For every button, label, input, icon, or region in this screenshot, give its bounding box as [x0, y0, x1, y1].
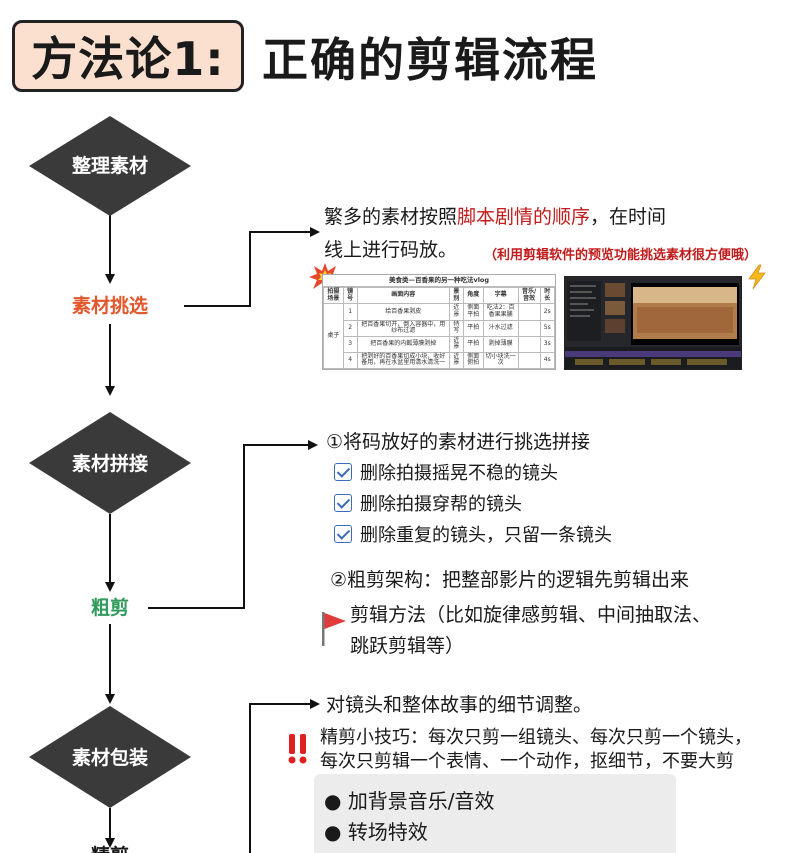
bullet-dot-icon: ●	[324, 820, 342, 844]
phase-label-fine-cut: 精剪	[91, 844, 129, 853]
section1-note: （利用剪辑软件的预览功能挑选素材很方便哦）	[484, 248, 758, 263]
checkbox-icon	[334, 463, 352, 481]
section2-method-line1: 剪辑方法（比如旋律感剪辑、中间抽取法、	[350, 604, 712, 626]
section2-head2: ②粗剪架构：把整部影片的逻辑先剪辑出来	[330, 569, 690, 591]
page-title: 正确的剪辑流程	[262, 33, 598, 87]
branch-arrow-fine-cut	[249, 699, 320, 853]
list-item: ● 转场特效	[324, 820, 428, 844]
diamond-label: 素材包装	[72, 746, 148, 769]
section2-method-line2: 跳跃剪辑等）	[350, 635, 465, 657]
section3-head: 对镜头和整体故事的细节调整。	[326, 694, 593, 716]
diamond-step-2	[29, 412, 191, 514]
double-exclamation-icon	[288, 734, 307, 764]
section1-line1: 繁多的素材按照脚本剧情的顺序，在时间	[324, 206, 667, 228]
title-badge: 方法论1:	[12, 20, 244, 92]
check-item: 删除重复的镜头，只留一条镜头	[334, 520, 612, 551]
phase-label-rough-cut: 粗剪	[91, 596, 129, 619]
table-row: 3 把百香果的内瓤薄膜剥掉 近景 平拍 剥掉薄膜 3s	[324, 335, 556, 353]
packaging-list-box	[314, 774, 676, 853]
check-item: 删除拍摄穿帮的镜头	[334, 489, 522, 520]
title-badge-text: 方法论1:	[31, 32, 225, 86]
editor-screenshot-image	[565, 277, 741, 369]
table-row: 桌子 1 给百香果剥皮 近景 侧面平拍 吃法2：百香果果脯 2s	[323, 303, 556, 370]
storyboard-table-thumbnail: 美食类—百香果的另一种吃法vlog 拍摄场景 镜号 画面内容 景别 角度 字幕 …	[322, 274, 556, 370]
checkbox-icon	[334, 494, 352, 512]
highlight-script-order: 脚本剧情的顺序	[457, 206, 591, 228]
diamond-step-1	[29, 116, 191, 216]
section1-line2: 线上进行码放。	[324, 239, 458, 261]
phase-label-select: 素材挑选	[72, 294, 148, 317]
section3-tip-line2: 每次只剪辑一个表情、一个动作，抠细节，不要大剪	[320, 751, 734, 772]
diamond-step-3	[29, 706, 191, 808]
section2-head: ①将码放好的素材进行挑选拼接	[326, 431, 591, 453]
table-row: 2 把百香果切开，倒入容器中，用纱布过滤 特写 平拍 汁水过滤 5s	[324, 319, 556, 337]
editor-software-thumbnail	[564, 276, 742, 370]
storyboard-table: 拍摄场景 镜号 画面内容 景别 角度 字幕 音乐/音效 时长 桌子 1 给百香果…	[323, 287, 556, 370]
diamond-label: 素材拼接	[72, 452, 148, 475]
table-row: 4 把剥好的百香果切成小块，收好备用，再在水盆里用清水清洗一 近景 侧面俯拍 切…	[324, 351, 556, 370]
list-item: ● 加背景音乐/音效	[324, 789, 495, 813]
section3-tip-line1: 精剪小技巧：每次只剪一组镜头、每次只剪一个镜头，	[320, 727, 752, 748]
check-item: 删除拍摄摇晃不稳的镜头	[334, 458, 558, 489]
checkbox-icon	[334, 525, 352, 543]
lightning-icon	[748, 264, 766, 290]
bullet-dot-icon: ●	[324, 789, 342, 813]
branch-arrow-select	[184, 227, 320, 307]
red-flag-icon	[322, 612, 346, 646]
table-caption: 美食类—百香果的另一种吃法vlog	[323, 275, 555, 288]
diamond-label: 整理素材	[72, 154, 148, 177]
table-header-row: 拍摄场景 镜号 画面内容 景别 角度 字幕 音乐/音效 时长	[323, 287, 556, 305]
branch-arrow-rough-cut	[148, 440, 318, 609]
